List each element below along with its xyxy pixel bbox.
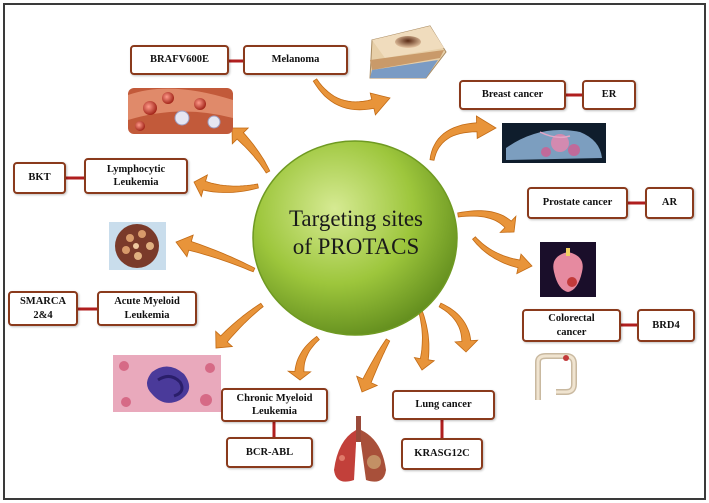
central-sphere [252, 140, 458, 336]
arrow-aml [215, 302, 264, 349]
disease-box-cml: Chronic Myeloid Leukemia [221, 388, 328, 422]
target-box-aml: SMARCA 2&4 [8, 291, 78, 326]
central-title-line1: Targeting sites [288, 206, 424, 231]
disease-box-breast: Breast cancer [459, 80, 566, 110]
arrow-cml [286, 335, 320, 381]
arrow-melanoma [312, 78, 391, 116]
arrow-lung2 [413, 308, 436, 371]
disease-box-aml: Acute Myeloid Leukemia [97, 291, 197, 326]
arrows-group [175, 78, 533, 393]
target-box-cml: BCR-ABL [226, 437, 313, 468]
central-title: Targeting sites of PROTACS [246, 205, 466, 260]
colon-icon [528, 353, 583, 408]
blood-vessel-cells-icon [128, 88, 233, 134]
arrow-prostate [457, 210, 517, 233]
target-box-lung: KRASG12C [401, 438, 483, 470]
target-box-breast: ER [582, 80, 636, 110]
disease-box-melanoma: Melanoma [243, 45, 348, 75]
disease-box-prostate: Prostate cancer [527, 187, 628, 219]
target-box-prostate: AR [645, 187, 694, 219]
disease-box-lymph: Lymphocytic Leukemia [84, 158, 188, 194]
blood-cell-icon [113, 355, 221, 412]
lungs-icon [334, 416, 386, 482]
target-box-colorectal: BRD4 [637, 309, 695, 342]
disease-box-lung: Lung cancer [392, 390, 495, 420]
breast-tissue-icon [502, 123, 606, 163]
central-title-line2: of PROTACS [292, 233, 420, 259]
disease-box-colorectal: Colorectal cancer [522, 309, 621, 342]
outer-frame [3, 3, 706, 500]
arrow-aml2 [175, 234, 256, 273]
arrow-breast [429, 115, 497, 161]
cell-cluster-icon [109, 222, 166, 270]
target-box-lymph: BKT [13, 162, 66, 194]
skin-tissue-icon [369, 25, 447, 79]
arrow-lymph [193, 174, 259, 198]
prostate-icon [540, 242, 596, 297]
target-box-melanoma: BRAFV600E [130, 45, 229, 75]
arrow-prostate2 [472, 236, 533, 275]
arrow-lymph2 [231, 127, 271, 174]
arrow-colorectal [438, 302, 479, 353]
arrow-lung [356, 338, 391, 393]
connectors [66, 59, 645, 438]
